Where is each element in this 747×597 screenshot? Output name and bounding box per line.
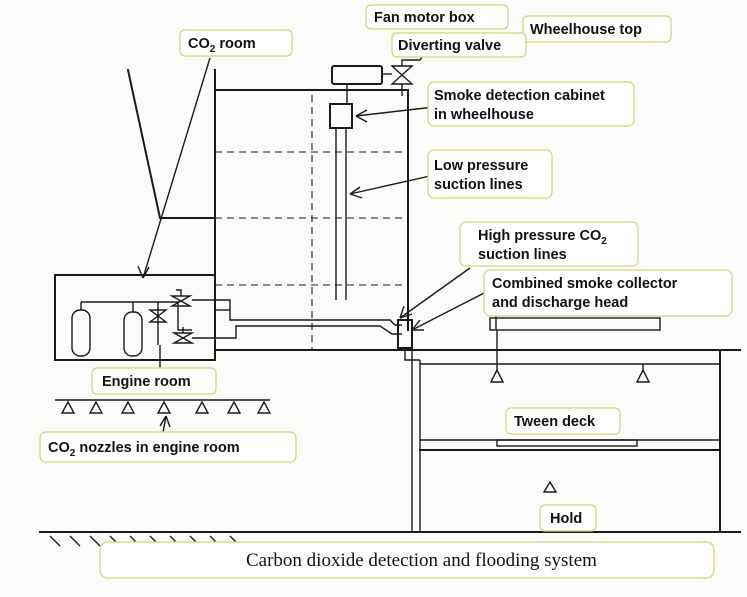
svg-text:CO2 nozzles in engine room: CO2 nozzles in engine room bbox=[48, 440, 240, 459]
diagram-caption: Carbon dioxide detection and flooding sy… bbox=[246, 550, 597, 571]
label-hold: Hold bbox=[539, 504, 597, 532]
co2-discharge-pipes bbox=[192, 299, 402, 339]
label-high-pressure: High pressure CO2 suction lines bbox=[459, 221, 639, 267]
bridge-structure bbox=[214, 89, 409, 351]
svg-text:CO2 room: CO2 room bbox=[188, 36, 256, 55]
co2-room-subscript: 2 bbox=[210, 44, 216, 55]
label-smoke-cabinet: Smoke detection cabinet in wheelhouse bbox=[427, 81, 635, 127]
co2-nozzles-label-tail: nozzles in engine room bbox=[75, 440, 239, 456]
co2-room-label-tail: room bbox=[215, 36, 255, 52]
low-pressure-label-line2: suction lines bbox=[434, 177, 523, 193]
hold-nozzles bbox=[489, 368, 651, 493]
engine-room-nozzles bbox=[55, 345, 272, 414]
co2-room-label: CO bbox=[188, 36, 210, 52]
wheelhouse-top-label: Wheelhouse top bbox=[530, 22, 642, 38]
combined-head-label-line1: Combined smoke collector bbox=[492, 276, 678, 292]
label-low-pressure: Low pressure suction lines bbox=[427, 149, 553, 199]
valve-icon bbox=[171, 327, 195, 344]
label-engine-room: Engine room bbox=[91, 367, 217, 395]
high-pressure-label-line2: suction lines bbox=[478, 247, 567, 263]
co2-nozzles-label: CO bbox=[48, 440, 70, 456]
diverting-valve-label: Diverting valve bbox=[398, 38, 501, 54]
wheelhouse-equipment bbox=[329, 53, 425, 300]
high-pressure-subscript: 2 bbox=[601, 236, 607, 247]
label-tween-deck: Tween deck bbox=[505, 407, 621, 435]
label-co2-nozzles: CO2 nozzles in engine room bbox=[39, 431, 297, 463]
hold-label: Hold bbox=[550, 511, 582, 527]
cargo-deck-structure bbox=[39, 317, 741, 547]
combined-head-label-line2: and discharge head bbox=[492, 295, 628, 311]
co2-room bbox=[54, 274, 216, 361]
nozzle-icon bbox=[542, 480, 558, 493]
label-wheelhouse-top: Wheelhouse top bbox=[522, 15, 672, 43]
co2-cylinder bbox=[123, 302, 143, 357]
label-co2-room: CO2 room bbox=[179, 29, 293, 57]
low-pressure-label-line1: Low pressure bbox=[434, 158, 528, 174]
fan-motor-box-label: Fan motor box bbox=[374, 10, 475, 26]
smoke-detection-cabinet bbox=[329, 103, 353, 129]
smoke-cabinet-label-line2: in wheelhouse bbox=[434, 107, 534, 123]
nozzle-icon bbox=[635, 368, 651, 383]
co2-cylinder bbox=[71, 302, 91, 357]
combined-head bbox=[397, 319, 420, 361]
label-diverting-valve: Diverting valve bbox=[391, 32, 527, 58]
co2-nozzles-subscript: 2 bbox=[70, 448, 76, 459]
label-combined-head: Combined smoke collector and discharge h… bbox=[483, 269, 733, 317]
leader-lines bbox=[137, 57, 497, 439]
engine-room-label: Engine room bbox=[102, 374, 191, 390]
smoke-cabinet-label-line1: Smoke detection cabinet bbox=[434, 88, 605, 104]
high-pressure-label-line1: High pressure CO bbox=[478, 228, 601, 244]
fan-motor-box bbox=[331, 65, 383, 85]
svg-text:High pressure CO2: High pressure CO2 bbox=[478, 228, 607, 247]
caption-box: Carbon dioxide detection and flooding sy… bbox=[99, 541, 715, 579]
valve-icon bbox=[169, 289, 193, 307]
valve-icon bbox=[147, 309, 169, 323]
label-fan-motor-box: Fan motor box bbox=[365, 4, 509, 30]
funnel-outline bbox=[126, 68, 216, 219]
nozzle-icon bbox=[489, 368, 505, 383]
tween-deck-label: Tween deck bbox=[514, 414, 596, 430]
